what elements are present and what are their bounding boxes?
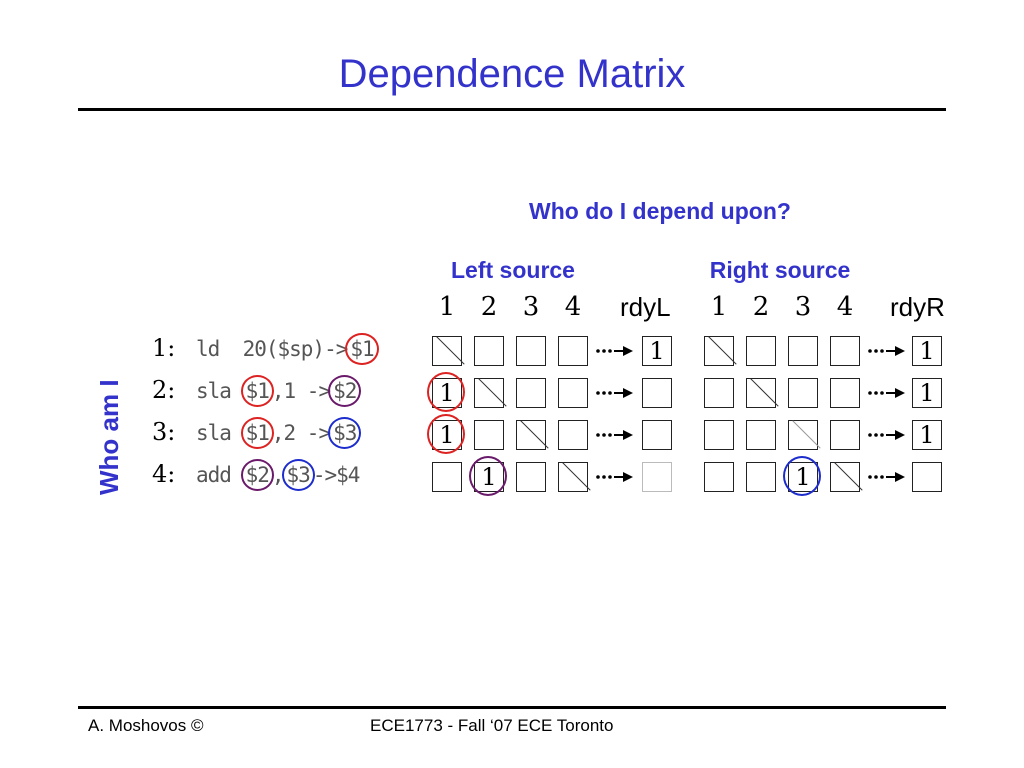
right-matrix-cell — [830, 336, 860, 366]
register-token-circled: $1 — [240, 417, 274, 449]
dotted-arrow-icon — [868, 388, 905, 398]
title-divider — [78, 108, 946, 111]
left-matrix-cell — [474, 420, 504, 450]
rdy-left-cell: 1 — [642, 336, 672, 366]
left-matrix-cell — [432, 462, 462, 492]
footer-author: A. Moshovos © — [88, 716, 204, 735]
dotted-arrow-icon — [596, 472, 633, 482]
footer-divider — [78, 706, 946, 709]
instruction-fragment: ,2 -> — [271, 421, 331, 445]
instruction-number: 4: — [152, 460, 176, 488]
right-column-number: 3 — [794, 292, 812, 322]
rdy-right-cell — [912, 462, 942, 492]
register-token-circled: $3 — [328, 417, 362, 449]
rdy-bit: 1 — [919, 337, 935, 365]
rdy-left-cell — [642, 462, 672, 492]
left-matrix-cell — [474, 336, 504, 366]
dependence-ring-red — [427, 414, 465, 454]
left-matrix-cell: 1 — [469, 456, 507, 496]
register-token-circled: $2 — [240, 459, 274, 491]
right-matrix-cell: 1 — [783, 456, 821, 496]
instruction-fragment: add — [196, 463, 243, 487]
rdy-bit: 1 — [919, 379, 935, 407]
instruction-text: sla $1,1 ->$2 — [196, 375, 362, 407]
dotted-arrow-icon — [596, 346, 633, 356]
slide-title: Dependence Matrix — [338, 52, 686, 96]
left-column-number: 2 — [480, 292, 498, 322]
right-matrix-cell — [830, 420, 860, 450]
right-column-number: 2 — [752, 292, 770, 322]
right-matrix-cell — [704, 420, 734, 450]
left-matrix-cell: 1 — [427, 372, 465, 412]
left-column-number: 3 — [522, 292, 540, 322]
right-matrix-cell — [704, 378, 734, 408]
dotted-arrow-icon — [596, 388, 633, 398]
rdy-left-cell — [642, 420, 672, 450]
instruction-fragment: ,1 -> — [271, 379, 331, 403]
left-matrix-cell — [516, 336, 546, 366]
left-matrix-cell — [516, 420, 546, 450]
right-matrix-cell — [746, 378, 776, 408]
right-matrix-cell — [788, 378, 818, 408]
instruction-fragment: ->$4 — [312, 463, 361, 487]
left-matrix-cell — [474, 378, 504, 408]
instruction-number: 1: — [152, 334, 176, 362]
left-matrix-cell: 1 — [427, 414, 465, 454]
instruction-text: add $2,$3->$4 — [196, 459, 361, 491]
right-matrix-cell — [746, 336, 776, 366]
instruction-number: 3: — [152, 418, 176, 446]
right-matrix-cell — [704, 462, 734, 492]
right-source-heading: Right source — [709, 257, 851, 283]
left-column-number: 1 — [438, 292, 456, 322]
dotted-arrow-icon — [868, 472, 905, 482]
left-matrix-cell — [558, 420, 588, 450]
left-matrix-cell — [516, 462, 546, 492]
instruction-fragment: sla — [196, 421, 243, 445]
right-matrix-cell — [746, 462, 776, 492]
left-matrix-cell — [432, 336, 462, 366]
rdy-right-cell: 1 — [912, 420, 942, 450]
dependence-ring-red — [427, 372, 465, 412]
instruction-fragment: ld 20($sp)-> — [196, 337, 348, 361]
instruction-text: ld 20($sp)->$1 — [196, 333, 379, 365]
rdy-left-heading: rdyL — [620, 292, 671, 322]
register-token-circled: $2 — [328, 375, 362, 407]
right-column-number: 4 — [836, 292, 854, 322]
dotted-arrow-icon — [868, 346, 905, 356]
right-column-number: 1 — [710, 292, 728, 322]
dependence-ring-blue — [783, 456, 821, 496]
instruction-fragment: , — [271, 463, 285, 487]
dotted-arrow-icon — [868, 430, 905, 440]
right-matrix-cell — [830, 462, 860, 492]
left-matrix-cell — [516, 378, 546, 408]
rdy-right-cell: 1 — [912, 336, 942, 366]
left-matrix-cell — [558, 336, 588, 366]
instruction-text: sla $1,2 ->$3 — [196, 417, 362, 449]
right-matrix-cell — [704, 336, 734, 366]
footer-course: ECE1773 - Fall ‘07 ECE Toronto — [370, 716, 614, 735]
who-am-i-label: Who am I — [94, 379, 124, 495]
instruction-fragment: sla — [196, 379, 243, 403]
left-column-number: 4 — [564, 292, 582, 322]
matrix-question: Who do I depend upon? — [529, 198, 791, 224]
dependence-ring-purple — [469, 456, 507, 496]
rdy-bit: 1 — [649, 337, 665, 365]
rdy-bit: 1 — [919, 421, 935, 449]
left-source-heading: Left source — [451, 257, 575, 283]
rdy-left-cell — [642, 378, 672, 408]
right-matrix-cell — [788, 420, 818, 450]
rdy-right-cell: 1 — [912, 378, 942, 408]
right-matrix-cell — [788, 336, 818, 366]
left-matrix-cell — [558, 378, 588, 408]
rdy-right-heading: rdyR — [890, 292, 945, 322]
right-matrix-cell — [830, 378, 860, 408]
register-token-circled: $1 — [345, 333, 379, 365]
register-token-circled: $3 — [281, 459, 315, 491]
dotted-arrow-icon — [596, 430, 633, 440]
left-matrix-cell — [558, 462, 588, 492]
register-token-circled: $1 — [240, 375, 274, 407]
right-matrix-cell — [746, 420, 776, 450]
instruction-number: 2: — [152, 376, 176, 404]
